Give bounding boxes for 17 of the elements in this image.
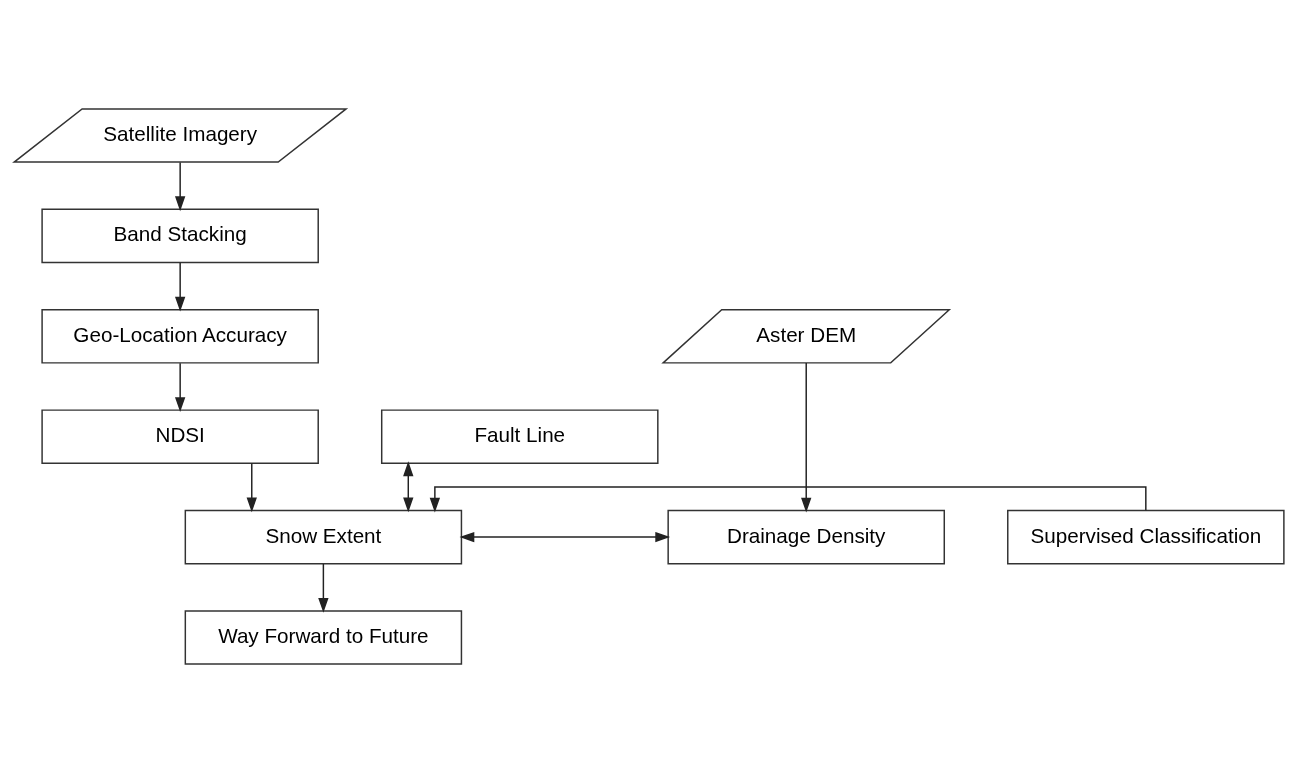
arrow [403,460,414,512]
arrow [801,361,812,513]
node-box: Way Forward to Future [184,609,463,665]
node-box: Fault Line [380,408,659,464]
node-box: Snow Extent [184,509,463,564]
node-box: Drainage Density [667,509,945,564]
arrow [174,361,186,412]
node-box: Band Stacking [41,208,319,263]
arrow [174,161,186,211]
node-box: Geo-Location Accuracy [41,308,319,364]
arrow [429,485,1147,512]
arrow [246,462,257,512]
arrow [174,261,186,312]
arrow [318,562,329,613]
node-box: NDSI [41,408,319,464]
node-box: Supervised Classification [1007,509,1285,564]
arrow [459,531,671,542]
